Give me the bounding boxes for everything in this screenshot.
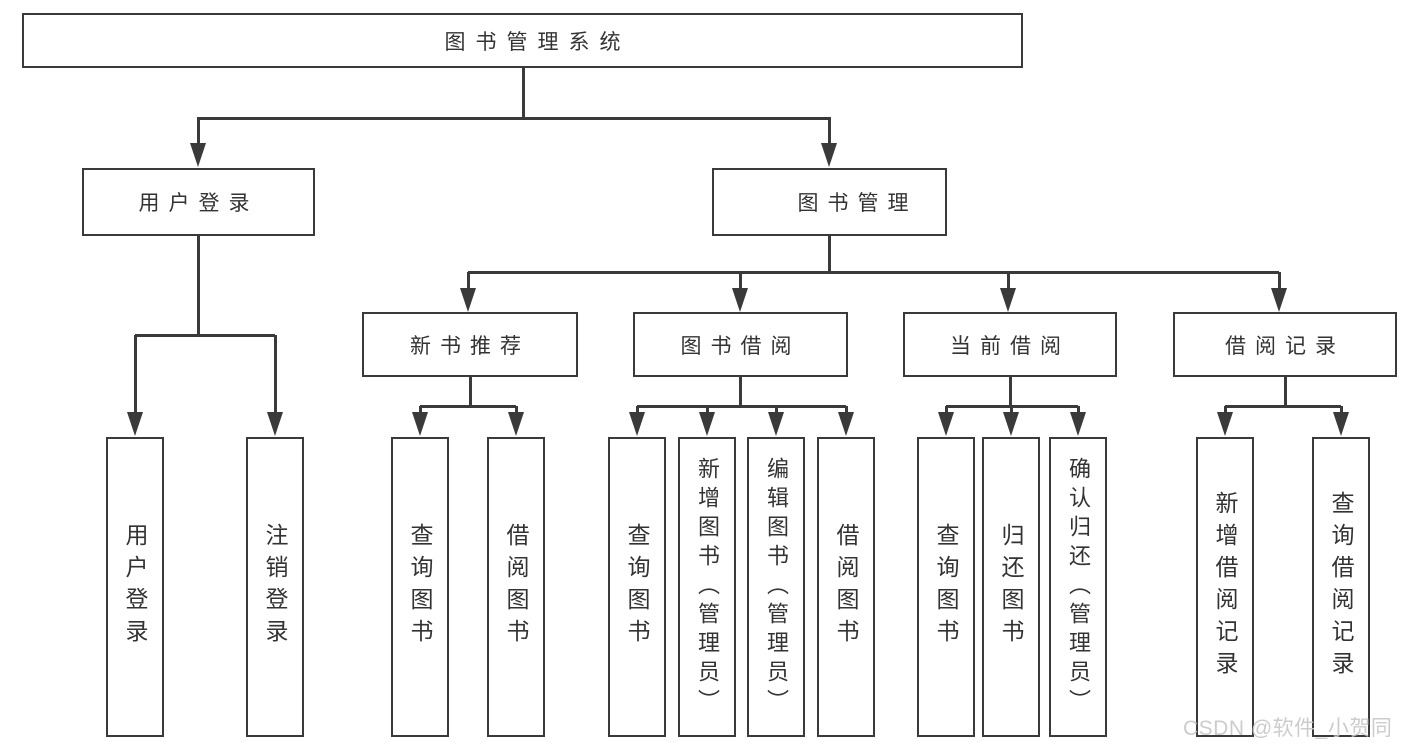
connector-line <box>1223 406 1227 414</box>
connector-line <box>1283 377 1287 407</box>
leaf-logout: 注销登录 <box>246 437 304 737</box>
connector-line <box>196 117 200 147</box>
node-current-borrow: 当前借阅 <box>903 312 1117 377</box>
leaf-query-books-recommend: 查询图书 <box>391 437 449 737</box>
connector-line <box>196 236 200 336</box>
connector-line <box>198 116 829 120</box>
connector-line <box>738 272 742 290</box>
leaf-query-books-current: 查询图书 <box>917 437 975 737</box>
leaf-return-books: 归还图书 <box>982 437 1040 737</box>
arrowhead-icon <box>267 412 283 436</box>
arrowhead-icon <box>699 412 715 436</box>
node-borrow-records: 借阅记录 <box>1173 312 1397 377</box>
connector-line <box>468 377 472 407</box>
arrowhead-icon <box>1070 412 1086 436</box>
connector-line <box>844 406 848 414</box>
connector-line <box>944 406 948 414</box>
leaf-borrow-books-recommend: 借阅图书 <box>487 437 545 737</box>
leaf-confirm-return-admin: 确认归还（管理员） <box>1049 437 1107 737</box>
arrowhead-icon <box>768 412 784 436</box>
connector-line <box>514 406 518 414</box>
arrowhead-icon <box>460 288 476 312</box>
arrowhead-icon <box>938 412 954 436</box>
connector-line <box>1006 272 1010 290</box>
node-root: 图书管理系统 <box>22 13 1023 68</box>
arrowhead-icon <box>1000 288 1016 312</box>
arrowhead-icon <box>1217 412 1233 436</box>
arrowhead-icon <box>412 412 428 436</box>
connector-line <box>1277 272 1281 290</box>
node-new-book-recommend: 新书推荐 <box>362 312 578 377</box>
node-user-login: 用户登录 <box>82 168 315 236</box>
connector-line <box>774 406 778 414</box>
connector-line <box>1008 377 1012 407</box>
connector-line <box>133 335 137 413</box>
leaf-query-borrow-record: 查询借阅记录 <box>1312 437 1370 737</box>
arrowhead-icon <box>190 143 206 167</box>
connector-line <box>705 406 709 414</box>
node-book-management: 图书管理 <box>712 168 947 236</box>
connector-line <box>273 335 277 413</box>
connector-line <box>420 404 516 408</box>
arrowhead-icon <box>127 412 143 436</box>
connector-line <box>521 68 525 118</box>
connector-line <box>466 272 470 290</box>
connector-line <box>635 406 639 414</box>
leaf-borrow-books: 借阅图书 <box>817 437 875 737</box>
arrowhead-icon <box>1333 412 1349 436</box>
connector-line <box>1225 404 1341 408</box>
connector-line <box>468 270 1279 274</box>
arrowhead-icon <box>629 412 645 436</box>
connector-line <box>135 333 275 337</box>
node-book-borrow: 图书借阅 <box>633 312 848 377</box>
connector-line <box>1339 406 1343 414</box>
leaf-edit-book-admin: 编辑图书（管理员） <box>747 437 805 737</box>
connector-line <box>738 377 742 407</box>
connector-line <box>827 236 831 273</box>
watermark: CSDN @软件_小贺同学 <box>1183 717 1393 740</box>
leaf-add-borrow-record: 新增借阅记录 <box>1196 437 1254 737</box>
connector-line <box>1076 406 1080 414</box>
connector-line <box>1009 406 1013 414</box>
connector-line <box>637 404 846 408</box>
leaf-user-login: 用户登录 <box>106 437 164 737</box>
arrowhead-icon <box>838 412 854 436</box>
arrowhead-icon <box>732 288 748 312</box>
arrowhead-icon <box>1003 412 1019 436</box>
arrowhead-icon <box>508 412 524 436</box>
leaf-add-book-admin: 新增图书（管理员） <box>678 437 736 737</box>
arrowhead-icon <box>821 143 837 167</box>
connector-line <box>827 117 831 147</box>
leaf-query-books-borrow: 查询图书 <box>608 437 666 737</box>
arrowhead-icon <box>1271 288 1287 312</box>
connector-line <box>418 406 422 414</box>
